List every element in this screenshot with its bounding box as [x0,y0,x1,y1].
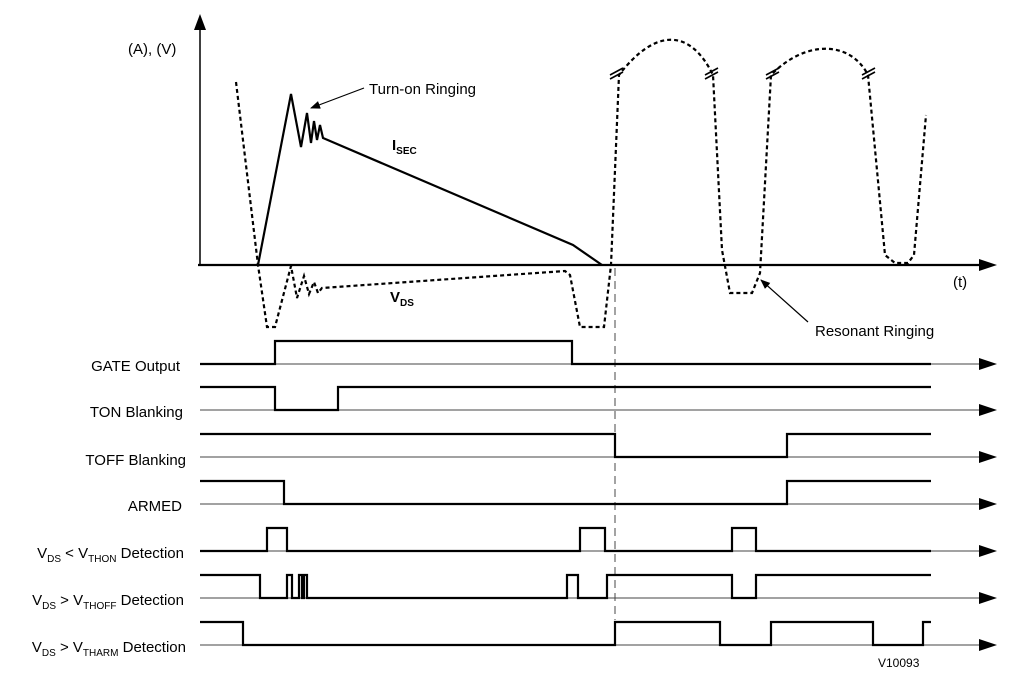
resonant-ringing-arrow [760,279,809,323]
toff-blanking-label: TOFF Blanking [85,452,186,469]
vds-lt-vthon-label: VDS < VTHON Detection [37,545,184,565]
turn-on-ringing-label: Turn-on Ringing [369,81,476,98]
y-axis-arrowhead [194,14,206,30]
t-axis-label: (t) [953,274,967,291]
vds-waveform [234,38,928,329]
waveform-break-markers [609,67,876,80]
ton-blanking-row: TON Blanking [90,385,997,421]
gate-output-label: GATE Output [91,358,181,375]
vds-gt-vtharm-row: VDS > VTHARM Detection [32,620,997,659]
vds-gt-vthoff-label: VDS > VTHOFF Detection [32,592,184,612]
y-axis-label: (A), (V) [128,41,176,58]
resonant-ringing-label: Resonant Ringing [815,323,934,340]
toff-blanking-trace [200,432,931,459]
vds-gt-vthoff-trace [200,573,931,600]
isec-label: ISEC [392,137,417,157]
armed-trace [200,479,931,506]
vds-gt-vthoff-row: VDS > VTHOFF Detection [32,573,997,612]
vds-lt-vthon-row: VDS < VTHON Detection [37,526,997,565]
armed-row: ARMED [128,479,997,515]
gate-output-row: GATE Output [91,339,997,375]
t-axis-arrowhead [979,259,997,271]
vds-label: VDS [390,289,414,309]
turn-on-ringing-arrow [310,87,365,109]
vds-gt-vtharm-trace [200,620,931,647]
toff-blanking-row: TOFF Blanking [85,432,997,469]
gate-output-trace [200,339,931,366]
vds-gt-vtharm-label: VDS > VTHARM Detection [32,639,186,659]
ton-blanking-label: TON Blanking [90,404,183,421]
vds-lt-vthon-trace [200,526,931,553]
figure-id: V10093 [878,656,920,670]
isec-waveform [256,93,603,266]
ton-blanking-trace [200,385,931,412]
armed-label: ARMED [128,498,182,515]
